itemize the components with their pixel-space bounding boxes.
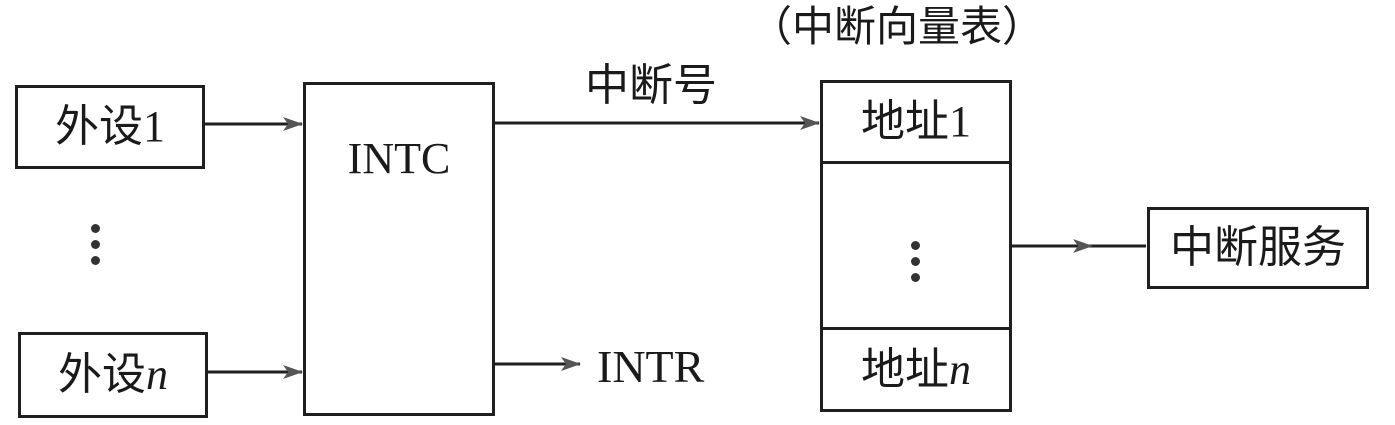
ellipsis-dot: [91, 256, 100, 265]
peripheral-n-label: 外设n: [58, 353, 168, 397]
interrupt-number-label: 中断号: [585, 60, 717, 111]
interrupt-service-label: 中断服务: [1170, 222, 1346, 273]
vector-entry-1-label: 地址1: [861, 100, 971, 144]
ellipsis-dot: [911, 273, 920, 282]
vector-entry-1: 地址1: [823, 83, 1009, 161]
intc-label: INTC: [347, 134, 451, 183]
peripheral-n-name: 外设: [58, 349, 146, 400]
vector-table-divider-bottom: [823, 327, 1009, 330]
vector-table-box: 地址1 地址n: [820, 80, 1012, 412]
peripheral-n-box: 外设n: [18, 332, 208, 418]
ellipsis-dot: [911, 241, 920, 250]
vector-entry-n-index: n: [949, 345, 971, 394]
peripheral-1-box: 外设1: [15, 85, 205, 169]
peripheral-1-name: 外设: [55, 101, 143, 152]
ellipsis-dot: [91, 224, 100, 233]
vector-entry-n-label: 地址n: [861, 348, 971, 392]
ellipsis-dot: [91, 240, 100, 249]
vector-entry-n: 地址n: [823, 330, 1009, 410]
peripheral-n-index: n: [146, 350, 168, 399]
vector-entry-n-name: 地址: [861, 344, 949, 395]
peripheral-1-index: 1: [143, 102, 165, 151]
peripheral-1-label: 外设1: [55, 105, 165, 149]
vector-entry-1-index: 1: [949, 97, 971, 146]
vector-table-divider-top: [823, 161, 1009, 164]
ellipsis-dot: [911, 257, 920, 266]
intr-label: INTR: [597, 341, 705, 392]
vector-entry-1-name: 地址: [861, 96, 949, 147]
vector-table-caption: （中断向量表）: [750, 2, 1045, 51]
intc-box: INTC: [303, 82, 495, 416]
interrupt-service-box: 中断服务: [1147, 207, 1369, 289]
